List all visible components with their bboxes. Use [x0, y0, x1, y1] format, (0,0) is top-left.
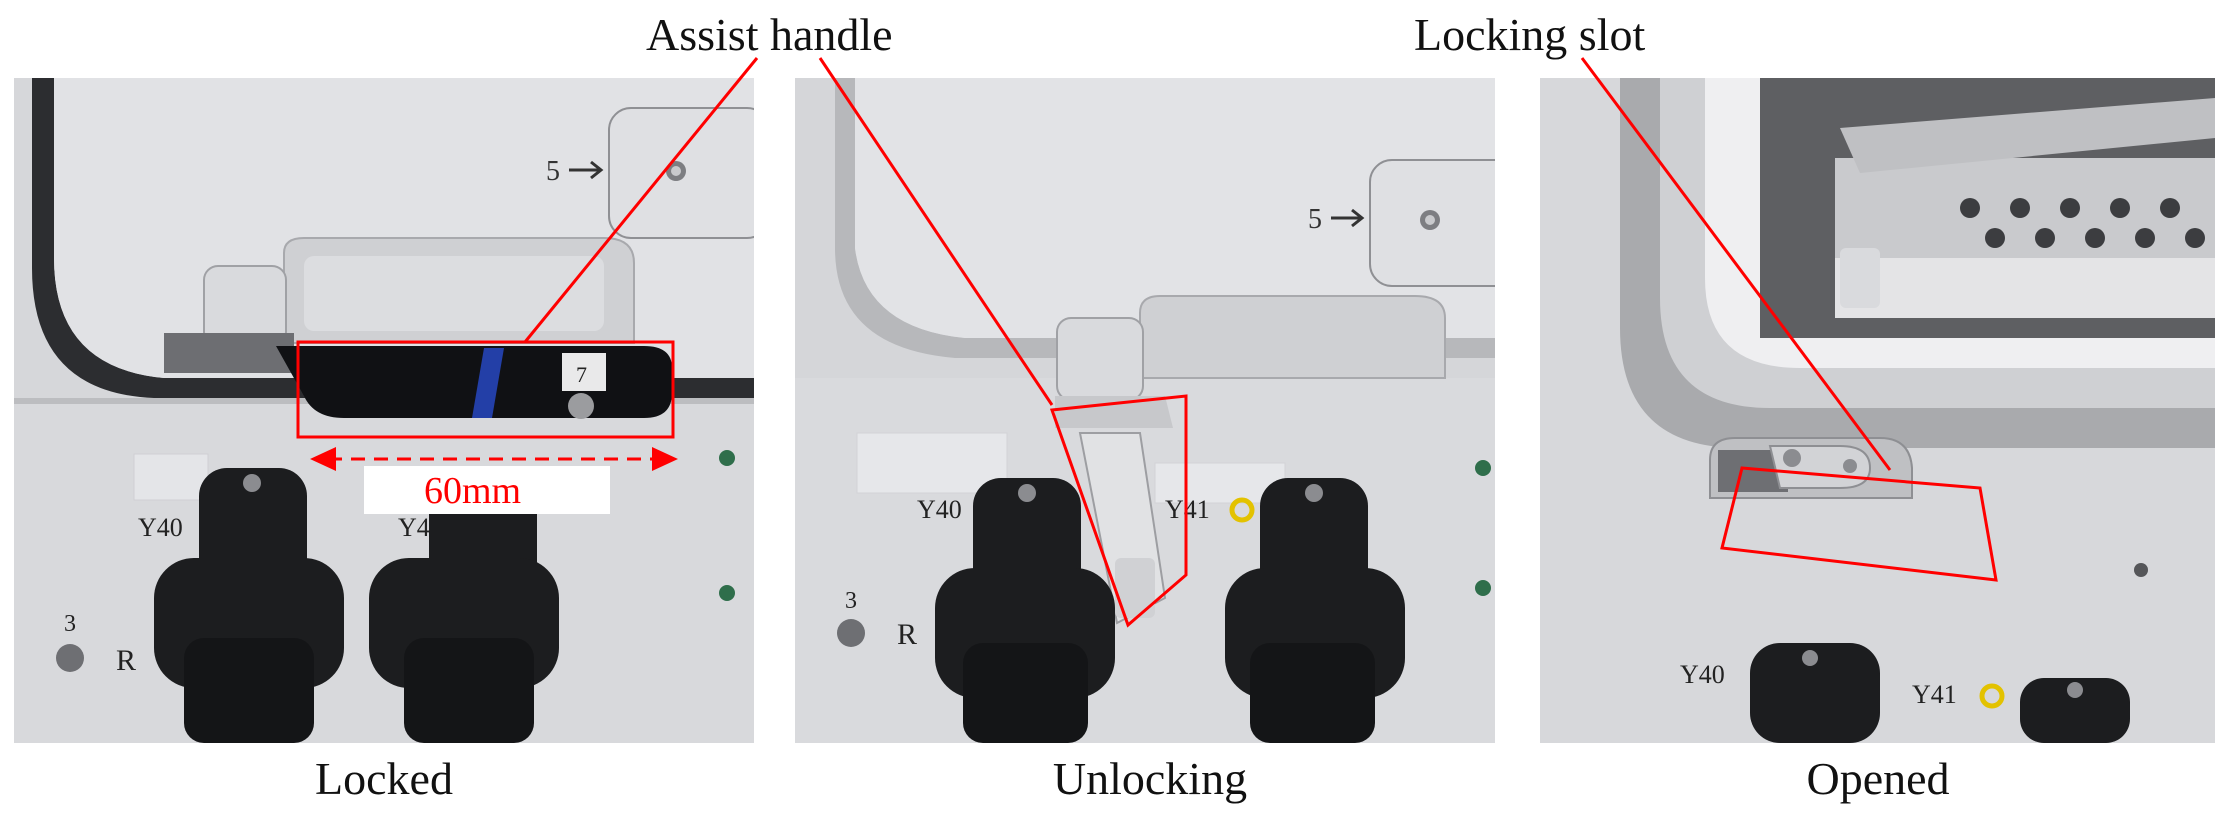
marker-3: 3: [845, 588, 857, 614]
caption-opened: Opened: [1806, 753, 1950, 804]
handle-highlight-polygon: [1049, 394, 1188, 628]
marker-r: R: [897, 618, 917, 651]
caption-unlocking: Unlocking: [1052, 753, 1248, 804]
photo-locked: 5 7 Y40 Y41: [14, 78, 754, 743]
marker-5: 5: [1308, 204, 1322, 235]
port-y40: Y40: [1680, 660, 1725, 689]
handle-highlight-box: [296, 340, 675, 439]
dimension-arrow: [310, 447, 678, 471]
assist-handle-label: Assist handle: [646, 9, 893, 60]
photo-unlocking: 5 Y40 Y41 3 R: [795, 78, 1495, 743]
port-y40: Y40: [917, 495, 962, 524]
marker-r: R: [116, 644, 136, 677]
locking-slot-leader: [1580, 57, 1892, 471]
port-y40: Y40: [138, 513, 183, 542]
marker-5: 5: [546, 156, 560, 187]
dimension-label: 60mm: [424, 470, 521, 512]
locking-slot-highlight: [1720, 466, 1998, 582]
port-y41: Y41: [1912, 680, 1957, 709]
assist-handle-leader-locked: [523, 57, 759, 343]
marker-3: 3: [64, 611, 76, 637]
caption-locked: Locked: [315, 753, 453, 804]
assist-handle-leader-unlocking: [818, 57, 1054, 406]
locking-slot-label: Locking slot: [1414, 9, 1646, 60]
tag-7: 7: [576, 362, 587, 387]
photo-opened: Y40 Y41: [1540, 78, 2215, 743]
